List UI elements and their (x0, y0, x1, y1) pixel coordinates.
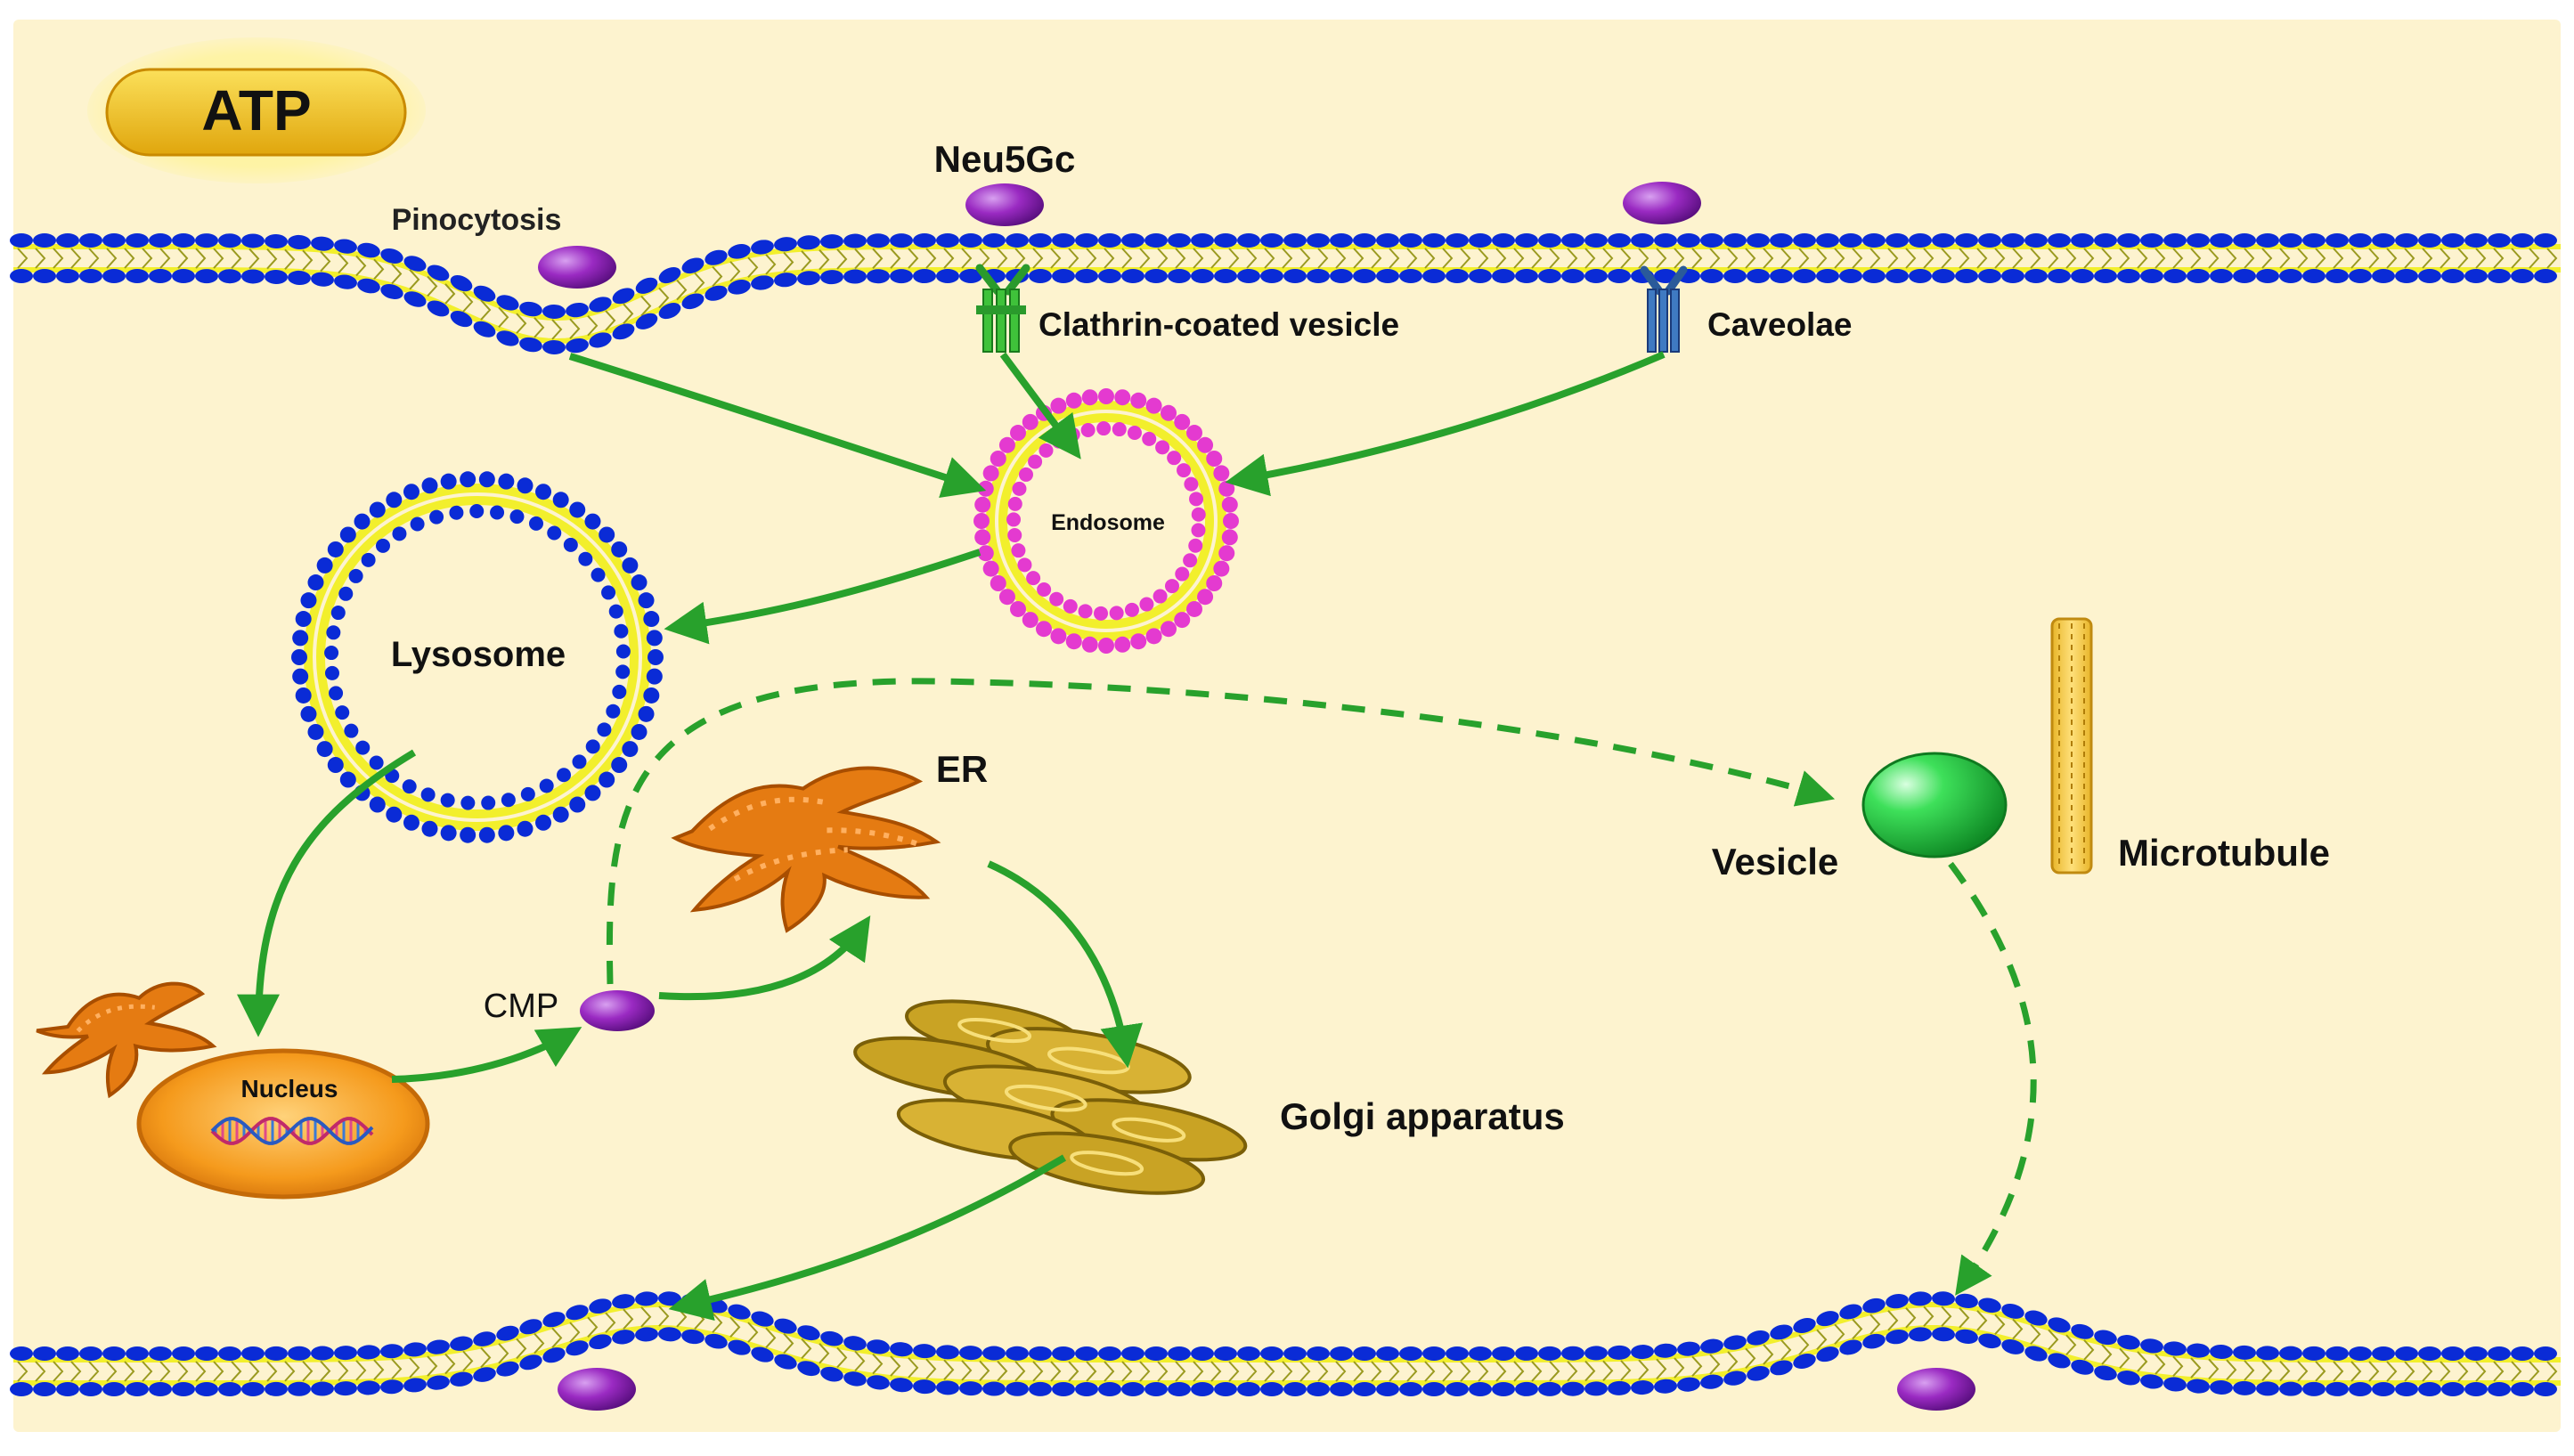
arrow-er-to-golgi (987, 860, 1144, 1069)
arrow-caveolae-to-endosome (1225, 351, 1666, 497)
atp-badge: ATP (87, 37, 426, 183)
clathrin-receptor-icon (975, 264, 1030, 353)
arrow-endosome-to-lysosome (664, 549, 982, 645)
pinocytosis-label: Pinocytosis (392, 203, 562, 237)
neu5gc-molecules (538, 182, 1975, 1411)
lysosome (291, 471, 664, 843)
golgi-apparatus (853, 999, 1248, 1195)
neu5gc-molecule-pinocytosis (538, 246, 616, 289)
caveolae-label: Caveolae (1707, 306, 1853, 343)
endoplasmic-reticulum (671, 766, 941, 933)
clathrin-label: Clathrin-coated vesicle (1039, 306, 1399, 343)
nuclear-er (36, 981, 217, 1099)
lysosome-label: Lysosome (391, 635, 566, 674)
dna-helix-icon (210, 1117, 374, 1145)
cmp-label: CMP (484, 988, 558, 1025)
plasma-membrane-bottom (9, 1291, 2561, 1397)
cmp-molecule (580, 990, 655, 1031)
atp-label: ATP (201, 78, 311, 142)
plasma-membrane-top (9, 233, 2561, 354)
microtubule (2050, 617, 2093, 874)
nucleus: Nucleus (36, 981, 430, 1200)
arrow-pinocytosis-to-endosome (568, 353, 987, 498)
microtubule-label: Microtubule (2118, 832, 2330, 874)
arrow-golgi-to-membrane (668, 1154, 1067, 1322)
endosome-label: Endosome (1051, 510, 1165, 535)
vesicle (1861, 752, 2008, 858)
arrow-vesicle-to-membrane-dashed (1948, 861, 2037, 1296)
vesicle-label: Vesicle (1712, 841, 1838, 883)
golgi-label: Golgi apparatus (1280, 1095, 1565, 1137)
er-label: ER (936, 748, 988, 790)
cell-background (13, 20, 2561, 1432)
neu5gc-molecule-surface-2 (1897, 1368, 1975, 1411)
arrow-cmp-to-er (658, 915, 871, 1001)
arrow-nucleus-to-cmp (391, 1027, 582, 1083)
neu5gc-molecule-clathrin (965, 183, 1044, 226)
neu5gc-label: Neu5Gc (934, 138, 1076, 180)
arrow-clathrin-to-endosome (999, 352, 1081, 460)
pathway-arrows (237, 351, 2037, 1322)
labels: Neu5Gc Pinocytosis Clathrin-coated vesic… (391, 138, 2330, 1137)
endosome (973, 388, 1239, 654)
neu5gc-molecule-surface-1 (558, 1368, 636, 1411)
arrow-cmp-to-vesicle-dashed (606, 678, 1836, 985)
neu5gc-molecule-caveolae (1623, 182, 1701, 224)
nucleus-label: Nucleus (241, 1075, 338, 1102)
caveolae-receptor-icon (1640, 265, 1688, 353)
arrow-lysosome-to-nucleus (237, 749, 417, 1037)
